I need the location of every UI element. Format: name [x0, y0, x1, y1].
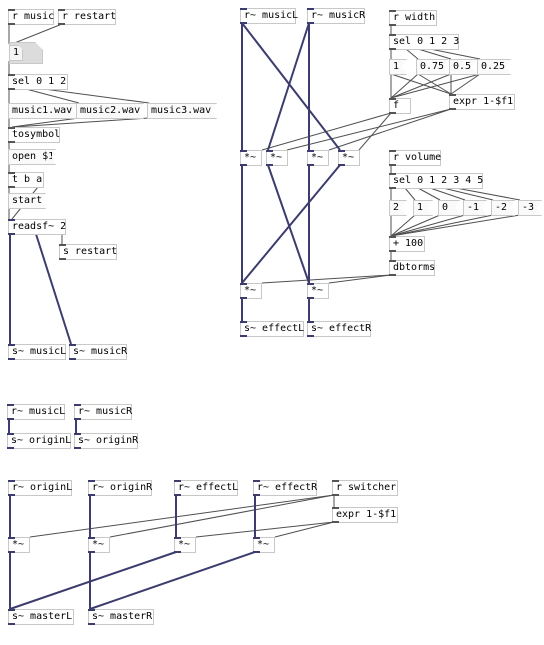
pd-object-dbtorms[interactable]: dbtorms	[389, 260, 435, 276]
pd-object-r-originl[interactable]: r~ originL	[8, 480, 72, 496]
pd-object-0-25[interactable]: 0.25	[477, 59, 511, 75]
pd-object-s-effectl[interactable]: s~ effectL	[240, 321, 304, 337]
pd-object-expr-1-f1[interactable]: expr 1-$f1	[449, 94, 515, 110]
pd-object-[interactable]: *~	[307, 150, 329, 166]
pd-object-r-volume[interactable]: r volume	[389, 150, 441, 166]
pd-object-r-effectr[interactable]: r~ effectR	[253, 480, 317, 496]
pd-object-0-5[interactable]: 0.5	[449, 59, 477, 75]
pd-object-sel-0-1-2[interactable]: sel 0 1 2	[8, 74, 68, 90]
pd-object-s-musicr[interactable]: s~ musicR	[69, 344, 127, 360]
pd-object-r-musicr[interactable]: r~ musicR	[307, 8, 365, 24]
pd-object-0[interactable]: 0	[438, 200, 460, 216]
pd-object-r-musicl[interactable]: r~ musicL	[240, 8, 298, 24]
pd-object-0-75[interactable]: 0.75	[416, 59, 448, 75]
pd-object-open-1[interactable]: open $1	[8, 149, 56, 165]
pd-object-start[interactable]: start	[8, 193, 46, 209]
pd-object-s-originr[interactable]: s~ originR	[74, 433, 138, 449]
pd-object-f[interactable]: f	[389, 98, 411, 114]
pd-object-music1-wav[interactable]: music1.wav	[8, 103, 78, 119]
pd-object-expr-1-f1[interactable]: expr 1-$f1	[332, 507, 398, 523]
pd-object-tosymbol[interactable]: tosymbol	[8, 127, 60, 143]
pd-object-r-musicr[interactable]: r~ musicR	[74, 404, 132, 420]
pd-object-[interactable]: *~	[8, 537, 30, 553]
pd-object-music3-wav[interactable]: music3.wav	[147, 103, 217, 119]
pd-object-t-b-a[interactable]: t b a	[8, 172, 44, 188]
pd-object-100[interactable]: + 100	[389, 236, 425, 252]
pd-object-s-masterl[interactable]: s~ masterL	[8, 609, 74, 625]
pd-object-s-masterr[interactable]: s~ masterR	[88, 609, 154, 625]
pd-object-1[interactable]: 1	[413, 200, 433, 216]
pd-object-r-switcher[interactable]: r switcher	[332, 480, 398, 496]
pd-object-readsf-2[interactable]: readsf~ 2	[8, 219, 66, 235]
pd-object-s-originl[interactable]: s~ originL	[7, 433, 71, 449]
pd-object-3[interactable]: -3	[518, 200, 542, 216]
pd-object-[interactable]: *~	[174, 537, 196, 553]
pd-object-[interactable]: *~	[88, 537, 110, 553]
pd-object-2[interactable]: 2	[389, 200, 407, 216]
pd-object-2[interactable]: -2	[491, 200, 515, 216]
pd-object-[interactable]: *~	[253, 537, 275, 553]
pd-object-1[interactable]: 1	[389, 59, 407, 75]
pd-object-s-restart[interactable]: s restart	[59, 244, 117, 260]
pd-object-[interactable]: *~	[307, 283, 329, 299]
pd-object-[interactable]: *~	[266, 150, 288, 166]
pd-object-[interactable]: *~	[338, 150, 360, 166]
pd-object-sel-0-1-2-3-4-5[interactable]: sel 0 1 2 3 4 5	[389, 173, 483, 189]
pd-object-r-restart[interactable]: r restart	[58, 9, 116, 25]
pd-object-r-effectl[interactable]: r~ effectL	[174, 480, 238, 496]
pd-object-music2-wav[interactable]: music2.wav	[76, 103, 144, 119]
pd-object-s-effectr[interactable]: s~ effectR	[307, 321, 371, 337]
pd-object-1[interactable]: 1	[9, 45, 23, 61]
pd-object-r-musicl[interactable]: r~ musicL	[7, 404, 65, 420]
pd-object-r-music[interactable]: r music	[8, 9, 54, 25]
pd-object-[interactable]: *~	[240, 283, 262, 299]
pd-object-[interactable]: *~	[240, 150, 262, 166]
pd-object-sel-0-1-2-3[interactable]: sel 0 1 2 3	[389, 34, 459, 50]
pd-object-1[interactable]: -1	[463, 200, 487, 216]
pd-object-s-musicl[interactable]: s~ musicL	[8, 344, 66, 360]
pd-object-r-originr[interactable]: r~ originR	[88, 480, 152, 496]
pd-object-r-width[interactable]: r width	[389, 10, 437, 26]
